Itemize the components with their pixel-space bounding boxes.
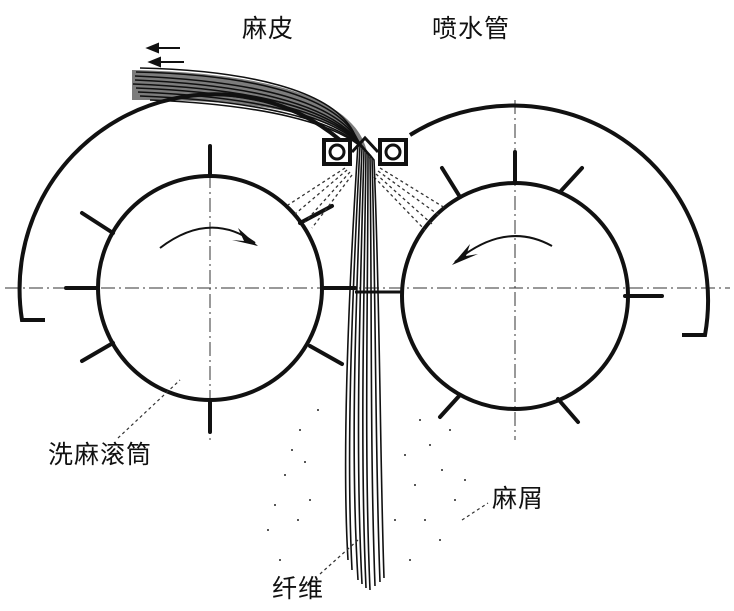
water-spray [287, 167, 446, 231]
label-hemp-skin: 麻皮 [242, 14, 295, 43]
label-fiber: 纤维 [272, 574, 325, 603]
spray-nozzles [322, 135, 408, 166]
label-spray-pipe: 喷水管 [432, 14, 511, 43]
hemp-scrap-particles [267, 409, 466, 561]
left-washing-drum [64, 144, 357, 434]
right-rotation-arrow [454, 235, 553, 263]
right-drum-casing [408, 103, 711, 337]
hemp-fiber-bundle [132, 67, 385, 591]
right-washing-drum [400, 150, 664, 424]
label-hemp-scraps: 麻屑 [492, 484, 545, 513]
leader-lines [117, 379, 489, 575]
feed-direction-arrows [145, 42, 184, 68]
label-washing-drum: 洗麻滚筒 [48, 440, 153, 469]
hemp-bundle-top [132, 70, 370, 160]
